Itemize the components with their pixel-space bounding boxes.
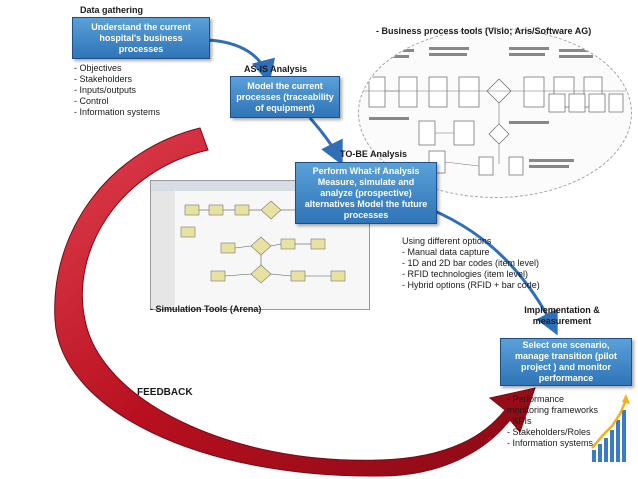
list-item: - Control — [74, 96, 109, 106]
list-item: Using different options — [402, 236, 492, 246]
growth-chart-icon — [591, 394, 630, 462]
business-process-tools-caption: - Business process tools (Visio; Aris/So… — [376, 26, 592, 36]
feedback-arrow-shape — [54, 127, 536, 477]
implementation-list: - Performance monitoring frameworks - KP… — [507, 394, 607, 449]
select-scenario-box: Select one scenario, manage transition (… — [500, 338, 632, 386]
list-item: - Inputs/outputs — [74, 85, 137, 95]
list-item: - Information systems — [74, 107, 161, 117]
select-scenario-text: Select one scenario, manage transition (… — [514, 340, 617, 383]
implementation-label: Implementation & measurement — [524, 305, 600, 326]
data-gathering-list: - Objectives - Stakeholders - Inputs/out… — [74, 63, 160, 118]
data-gathering-label: Data gathering — [80, 5, 144, 15]
model-current-processes-box: Model the current processes (traceabilit… — [230, 76, 340, 118]
list-item: - Stakeholders/Roles — [507, 427, 591, 437]
to-be-options-list: Using different options - Manual data ca… — [402, 236, 540, 291]
arrow-to-to-be — [308, 117, 343, 166]
what-if-analysis-text: Perform What-if Analysis Measure, simula… — [304, 165, 428, 220]
list-item: - 1D and 2D bar codes (item level) — [402, 258, 540, 268]
understand-processes-box: Understand the current hospital's busine… — [72, 17, 210, 59]
list-item: - Objectives — [74, 63, 122, 73]
list-item: - Performance monitoring frameworks — [507, 394, 599, 415]
simulation-tools-caption: - Simulation Tools (Arena) — [150, 304, 262, 314]
list-item: - Hybrid options (RFID + bar code) — [402, 280, 540, 290]
arrow-to-as-is — [207, 38, 276, 84]
what-if-analysis-box: Perform What-if Analysis Measure, simula… — [295, 162, 437, 224]
as-is-label: AS-IS Analysis — [244, 64, 308, 74]
list-item: - Information systems — [507, 438, 594, 448]
list-item: - Stakeholders — [74, 74, 133, 84]
feedback-label: FEEDBACK — [137, 387, 193, 398]
list-item: - KPIs — [507, 416, 532, 426]
list-item: - Manual data capture — [402, 247, 490, 257]
list-item: - RFID technologies (item level) — [402, 269, 529, 279]
understand-processes-text: Understand the current hospital's busine… — [91, 21, 191, 54]
to-be-label: TO-BE Analysis — [340, 149, 408, 159]
bp-diagram-graphic — [359, 47, 631, 176]
model-current-processes-text: Model the current processes (traceabilit… — [236, 80, 334, 113]
